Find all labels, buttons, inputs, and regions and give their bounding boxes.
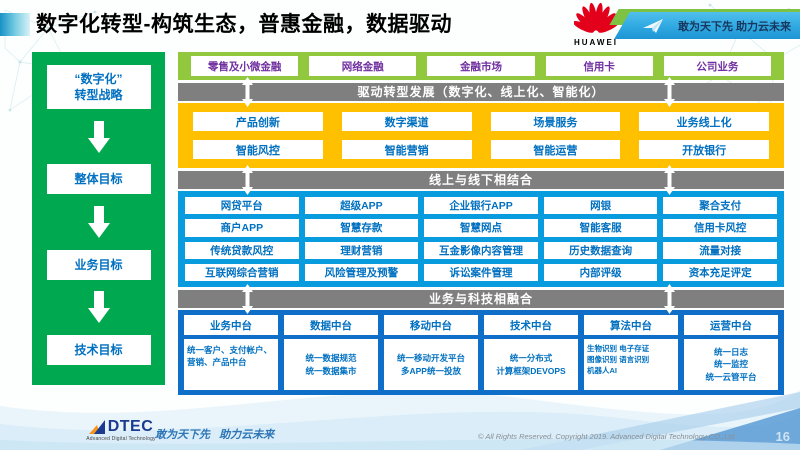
capability-box: 内部评级 xyxy=(543,263,658,281)
huawei-wordmark: HUAWEI xyxy=(574,38,618,47)
capability-box: 智能客服 xyxy=(543,219,658,237)
platform-data: 数据中台 统一数据规范 统一数据集市 xyxy=(284,315,378,390)
sidebar-stage-business-goal: 业务目标 xyxy=(46,249,151,280)
business-line-box: 金融市场 xyxy=(427,56,535,76)
platform-operations: 运营中台 统一日志 统一监控 统一云管平台 xyxy=(684,315,778,390)
capability-box: 资本充足评定 xyxy=(663,263,777,281)
platform-detail: 生物识别 电子存证 图像识别 语言识别 机器人AI xyxy=(584,339,678,390)
transform-box: 智能运营 xyxy=(490,140,621,159)
capability-box: 传统贷款风控 xyxy=(185,241,299,259)
middle-platform-panel: 业务中台 统一客户、支付帐户、营销、产品中台 数据中台 统一数据规范 统一数据集… xyxy=(178,310,784,395)
updown-arrow-icon xyxy=(242,76,253,107)
divider-drive-transformation: 驱动转型发展（数字化、线上化、智能化） xyxy=(178,76,784,107)
page-number: 16 xyxy=(775,429,790,444)
divider-online-offline: 线上与线下相结合 xyxy=(178,164,784,195)
capabilities-panel: 网贷平台 超级APP 企业银行APP 网银 聚合支付 商户APP 智慧存款 智慧… xyxy=(178,191,784,287)
transform-box: 智能风控 xyxy=(193,140,323,159)
business-line-box: 网络金融 xyxy=(309,56,417,76)
sidebar-stage-tech-goal: 技术目标 xyxy=(46,334,151,365)
updown-arrow-icon xyxy=(664,164,675,195)
transform-box: 开放银行 xyxy=(639,140,769,159)
transformation-panel: 产品创新 数字渠道 场景服务 业务线上化 智能风控 智能营销 智能运营 开放银行 xyxy=(178,103,784,168)
capability-box: 企业银行APP xyxy=(424,197,538,215)
capability-box: 聚合支付 xyxy=(663,197,777,215)
capability-box: 智慧存款 xyxy=(304,219,419,237)
capability-box: 互联网综合营销 xyxy=(185,263,299,281)
capability-box: 流量对接 xyxy=(663,241,777,259)
capability-box: 理财营销 xyxy=(304,241,419,259)
capability-box: 风险管理及预警 xyxy=(304,263,419,281)
capability-box: 互金影像内容管理 xyxy=(424,241,538,259)
business-line-box: 零售及小微金融 xyxy=(191,56,299,76)
business-lines-row: 零售及小微金融 网络金融 金融市场 信用卡 公司业务 xyxy=(178,52,784,80)
adtec-logo: DTEC Advanced Digital Technology xyxy=(76,418,166,443)
architecture-diagram: 零售及小微金融 网络金融 金融市场 信用卡 公司业务 驱动转型发展（数字化、线上… xyxy=(178,52,784,395)
updown-arrow-icon xyxy=(242,164,253,195)
platform-technology: 技术中台 统一分布式 计算框架DEVOPS xyxy=(484,315,578,390)
platform-title: 算法中台 xyxy=(584,315,678,335)
slogan-banner: 敢为天下先 助力云未来 xyxy=(608,9,800,39)
updown-arrow-icon xyxy=(242,283,253,314)
platform-detail: 统一数据规范 统一数据集市 xyxy=(284,339,378,390)
platform-algorithm: 算法中台 生物识别 电子存证 图像识别 语言识别 机器人AI xyxy=(584,315,678,390)
platform-mobile: 移动中台 统一移动开发平台 多APP统一投放 xyxy=(384,315,478,390)
platform-title: 技术中台 xyxy=(484,315,578,335)
capability-box: 网贷平台 xyxy=(185,197,299,215)
platform-detail: 统一客户、支付帐户、营销、产品中台 xyxy=(184,339,278,390)
transform-box: 业务线上化 xyxy=(639,112,769,131)
copyright-text: © All Rights Reserved. Copyright 2019. A… xyxy=(478,432,735,441)
updown-arrow-icon xyxy=(664,283,675,314)
title-accent-bar xyxy=(0,13,30,36)
down-arrow-icon xyxy=(87,194,111,249)
transform-box: 场景服务 xyxy=(490,112,621,131)
paper-plane-icon xyxy=(643,18,663,33)
capability-box: 智慧网点 xyxy=(424,219,538,237)
down-arrow-icon xyxy=(87,109,111,164)
adtec-subtitle: Advanced Digital Technology xyxy=(86,436,156,442)
updown-arrow-icon xyxy=(664,76,675,107)
adtec-logo-icon xyxy=(88,420,105,434)
page-title: 数字化转型-构筑生态，普惠金融，数据驱动 xyxy=(36,13,452,36)
capability-box: 超级APP xyxy=(304,197,419,215)
platform-title: 数据中台 xyxy=(284,315,378,335)
capability-box: 诉讼案件管理 xyxy=(424,263,538,281)
transform-box: 数字渠道 xyxy=(341,112,472,131)
capability-box: 商户APP xyxy=(185,219,299,237)
platform-detail: 统一移动开发平台 多APP统一投放 xyxy=(384,339,478,390)
transform-box: 智能营销 xyxy=(341,140,472,159)
adtec-wordmark: DTEC xyxy=(107,418,154,435)
platform-title: 移动中台 xyxy=(384,315,478,335)
business-line-box: 公司业务 xyxy=(663,56,771,76)
platform-detail: 统一分布式 计算框架DEVOPS xyxy=(484,339,578,390)
capability-box: 信用卡风控 xyxy=(663,219,777,237)
platform-title: 业务中台 xyxy=(184,315,278,335)
business-line-box: 信用卡 xyxy=(545,56,653,76)
footer-slogan: 敢为天下先 助力云未来 xyxy=(155,429,275,441)
sidebar-stage-digital-strategy: “数字化” 转型战略 xyxy=(46,65,151,109)
capability-box: 网银 xyxy=(543,197,658,215)
banner-slogan: 敢为天下先 助力云未来 xyxy=(678,20,792,33)
platform-business: 业务中台 统一客户、支付帐户、营销、产品中台 xyxy=(184,315,278,390)
capability-box: 历史数据查询 xyxy=(543,241,658,259)
down-arrow-icon xyxy=(87,280,111,335)
platform-title: 运营中台 xyxy=(684,315,778,335)
strategy-sidebar: “数字化” 转型战略 整体目标 业务目标 技术目标 xyxy=(32,52,165,385)
sidebar-stage-overall-goal: 整体目标 xyxy=(46,164,151,195)
divider-business-tech-fusion: 业务与科技相融合 xyxy=(178,283,784,314)
platform-detail: 统一日志 统一监控 统一云管平台 xyxy=(684,339,778,390)
transform-box: 产品创新 xyxy=(193,112,323,131)
